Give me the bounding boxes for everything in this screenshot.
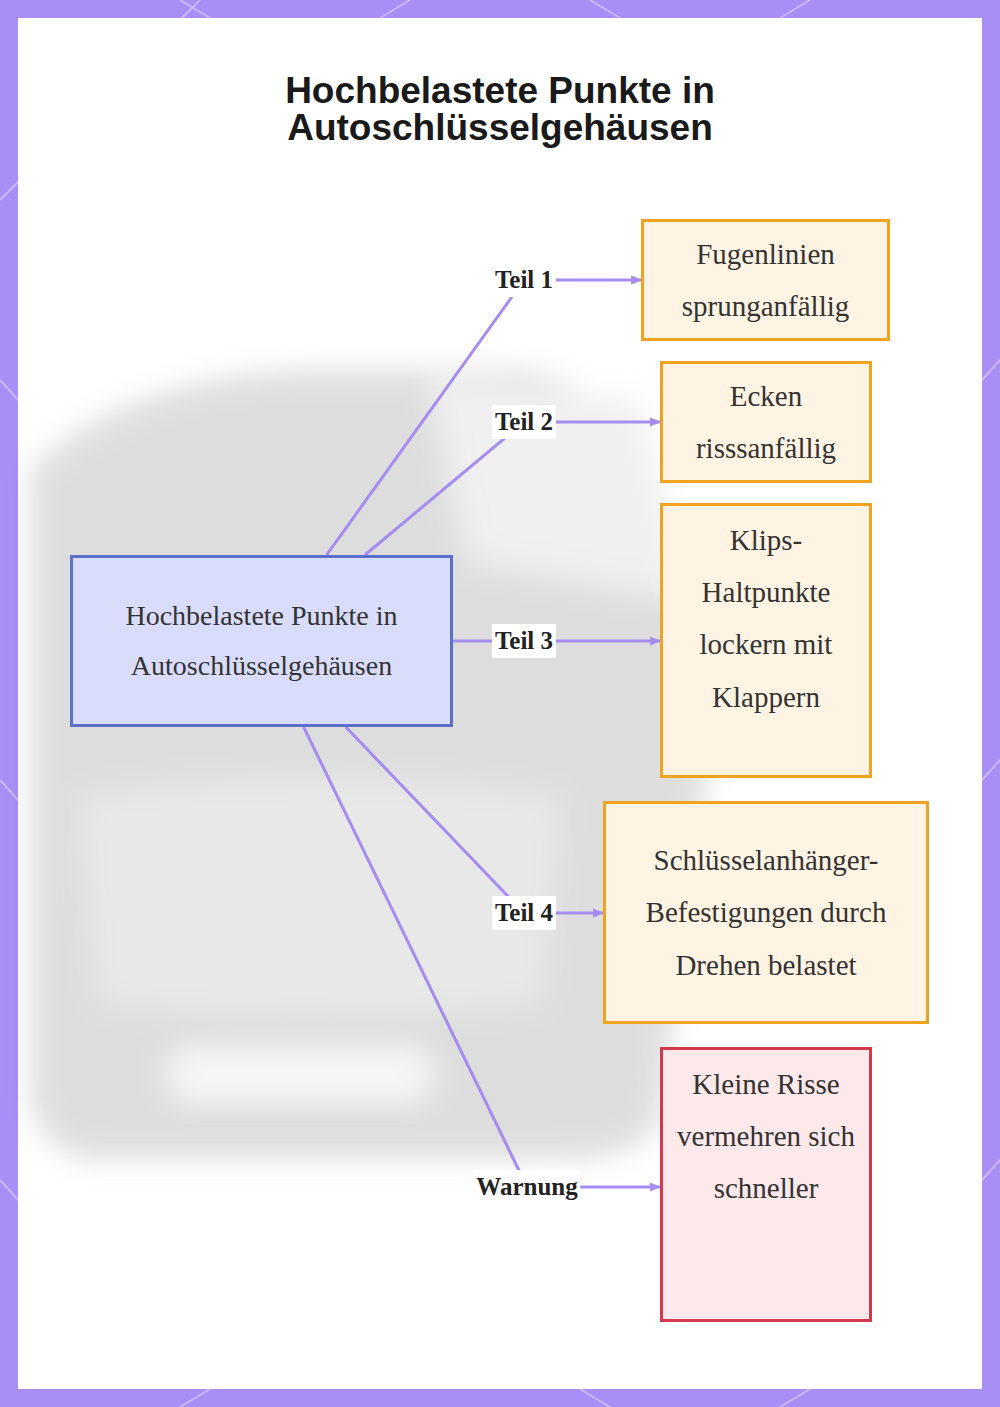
node-text: Kleine Risse vermehren sich schneller bbox=[673, 1058, 859, 1215]
part-box: Fugenlinien sprunganfällig bbox=[641, 219, 890, 341]
panel bbox=[18, 18, 982, 1389]
car-illustration bbox=[30, 370, 710, 1160]
part-label: Teil 3 bbox=[492, 624, 556, 658]
node-text: Fugenlinien sprunganfällig bbox=[654, 228, 877, 332]
part-label: Teil 2 bbox=[492, 405, 556, 439]
part-box: Ecken risssanfällig bbox=[660, 361, 872, 483]
connector bbox=[346, 727, 603, 913]
part-box: Klips-Haltpunkte lockern mit Klappern bbox=[660, 503, 872, 778]
diagram-title: Hochbelastete Punkte in Autoschlüsselgeh… bbox=[200, 72, 800, 146]
node-text: Hochbelastete Punkte in Autoschlüsselgeh… bbox=[109, 591, 414, 692]
connector bbox=[453, 640, 660, 643]
part-label: Teil 4 bbox=[492, 896, 556, 930]
node-text: Schlüsselanhänger-Befestigungen durch Dr… bbox=[616, 834, 916, 991]
connector bbox=[327, 280, 641, 555]
part-label: Teil 1 bbox=[492, 263, 556, 297]
part-box: Schlüsselanhänger-Befestigungen durch Dr… bbox=[603, 801, 929, 1024]
connector bbox=[365, 422, 660, 555]
node-text: Klips-Haltpunkte lockern mit Klappern bbox=[673, 514, 859, 723]
center-topic-box: Hochbelastete Punkte in Autoschlüsselgeh… bbox=[70, 555, 453, 727]
part-label: Warnung bbox=[473, 1170, 580, 1204]
node-text: Ecken risssanfällig bbox=[673, 370, 859, 474]
warning-box: Kleine Risse vermehren sich schneller bbox=[660, 1047, 872, 1322]
